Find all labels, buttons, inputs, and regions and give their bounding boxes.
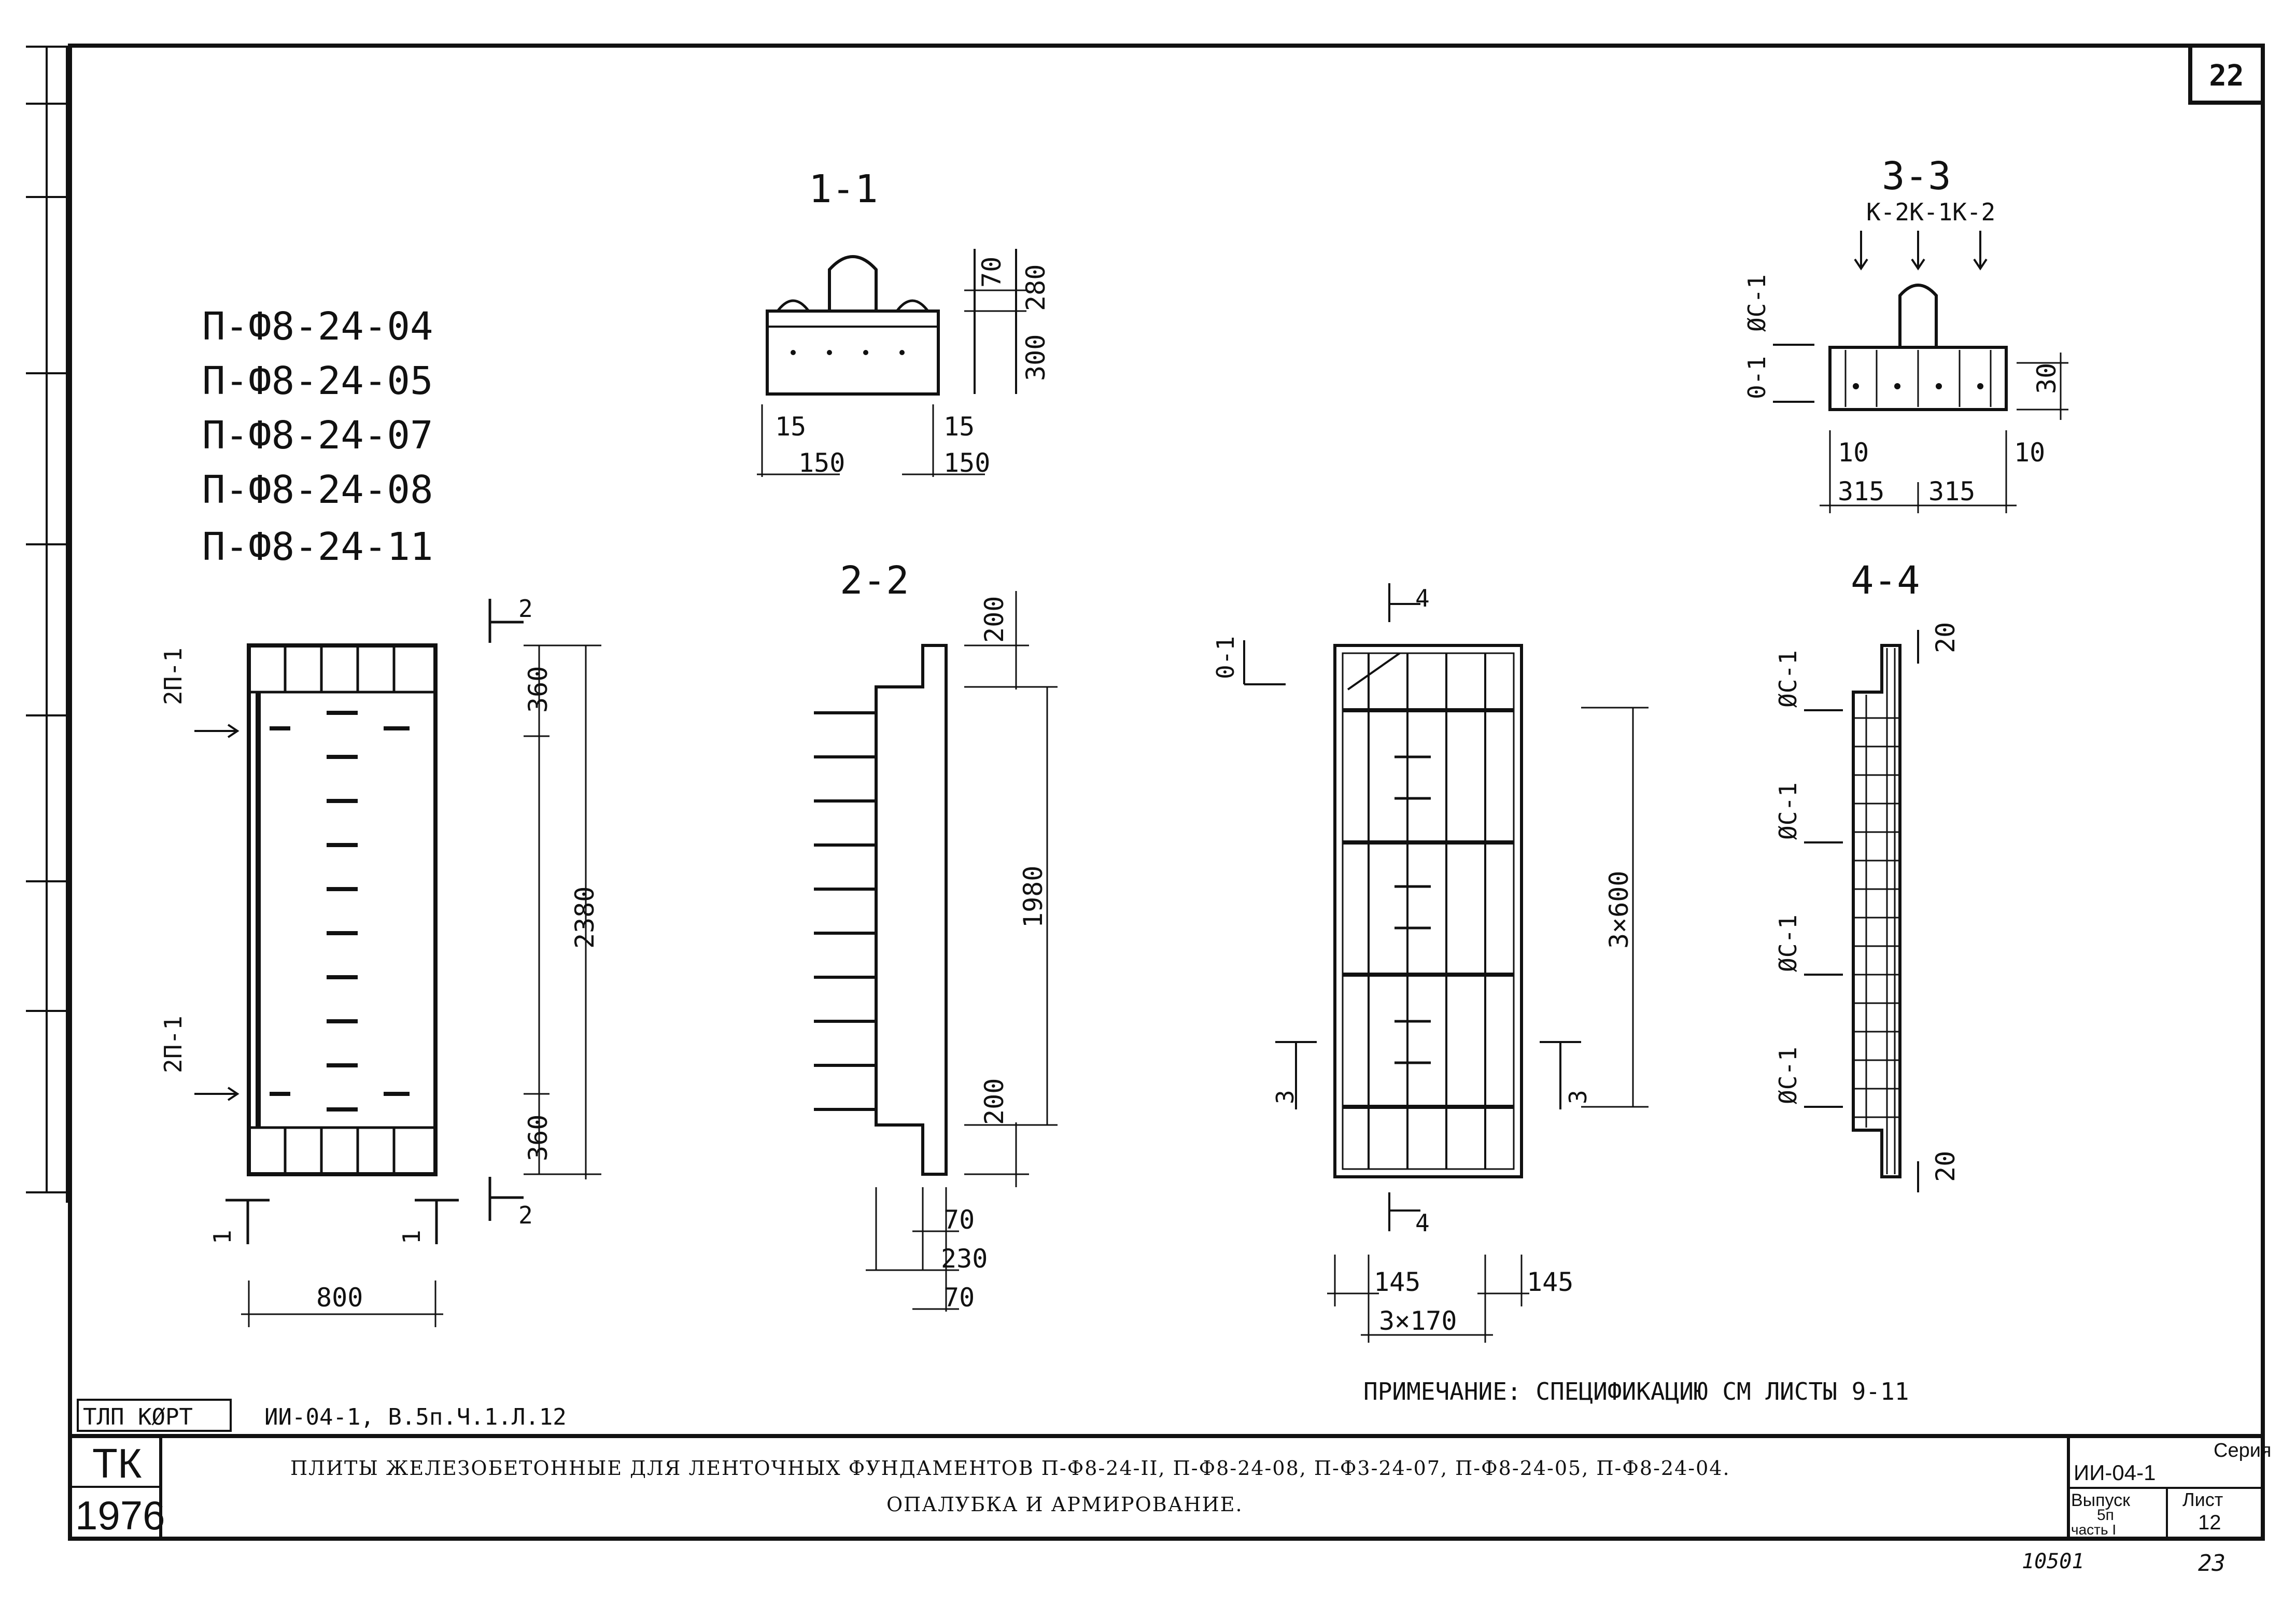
- dim-label: 360: [523, 666, 553, 713]
- section-title: 2-2: [840, 558, 909, 603]
- dim-label: 70: [977, 257, 1007, 288]
- dim-label: 800: [316, 1283, 363, 1313]
- dim-label: 315: [1838, 476, 1884, 506]
- element-label: 0-1: [1212, 636, 1239, 679]
- mark-item: П-Ф8-24-05: [202, 359, 433, 403]
- list-value: 12: [2198, 1511, 2221, 1534]
- plan-view: 2П-1 2П-1 2 2 360 360 2380 1 1 800: [159, 595, 601, 1327]
- drawing-title-line1: ПЛИТЫ ЖЕЛЕЗОБЕТОННЫЕ ДЛЯ ЛЕНТОЧНЫХ ФУНДА…: [290, 1457, 1730, 1480]
- page-number-handwritten: 23: [2198, 1550, 2225, 1577]
- dim-label: 70: [943, 1283, 975, 1313]
- dim-label: 200: [979, 1078, 1009, 1125]
- element-label: ØС-1: [1743, 274, 1771, 332]
- section-title: 4-4: [1851, 558, 1920, 603]
- element-label: ØС-1: [1774, 782, 1802, 840]
- drawing-title-line2: ОПАЛУБКА И АРМИРОВАНИЕ.: [886, 1493, 1243, 1516]
- mark-item: П-Ф8-24-04: [202, 304, 433, 349]
- note-text: ПРИМЕЧАНИЕ: СПЕЦИФИКАЦИЮ СМ ЛИСТЫ 9-11: [1363, 1377, 1909, 1405]
- series-value: ИИ-04-1: [2074, 1460, 2156, 1485]
- tlp-stamp-box: [77, 1399, 232, 1432]
- dim-label: 360: [523, 1115, 553, 1161]
- archive-number: 10501: [2022, 1550, 2084, 1573]
- dim-label: 300: [1021, 334, 1051, 381]
- dim-label: 150: [943, 448, 990, 478]
- section-marker: 3: [1564, 1090, 1592, 1104]
- sheet-frame: [68, 44, 2265, 1541]
- dim-label: 145: [1527, 1267, 1573, 1297]
- section-marker: 3: [1271, 1090, 1299, 1104]
- section-title: 3-3: [1882, 154, 1951, 199]
- element-label: ØС-1: [1774, 914, 1802, 972]
- section-marker: 2: [518, 1201, 533, 1229]
- section-4-4: 4-4 ØС-1 ØС-1 ØС-1 ØС-1 20 20: [1774, 558, 1961, 1192]
- dim-label: 230: [941, 1244, 988, 1274]
- marks-list: П-Ф8-24-04 П-Ф8-24-05 П-Ф8-24-07 П-Ф8-24…: [202, 304, 433, 569]
- dim-label: 315: [1928, 476, 1975, 506]
- vypusk-value: 5п: [2097, 1507, 2114, 1524]
- title-block: [70, 1434, 2263, 1539]
- element-label: ØС-1: [1774, 1047, 1802, 1104]
- section-1-1: 1-1 70 280 300 15 15 150 150: [757, 167, 1051, 478]
- tlp-stamp: ТЛП КØРТ: [83, 1404, 193, 1430]
- dim-label: 145: [1374, 1267, 1420, 1297]
- element-label: 2П-1: [159, 648, 187, 705]
- section-title: 1-1: [809, 167, 878, 212]
- section-2-2: 2-2 200 1980 200 70 230 70: [814, 558, 1058, 1313]
- dim-label: 10: [2014, 438, 2045, 468]
- dim-label: 30: [2032, 363, 2062, 394]
- dim-label: 20: [1931, 622, 1961, 653]
- mark-item: П-Ф8-24-08: [202, 468, 433, 512]
- series-label: Серия: [2214, 1440, 2272, 1461]
- sheet-number: 22: [2209, 59, 2244, 93]
- dim-label: 200: [979, 596, 1009, 643]
- vypusk-label: Выпуск: [2071, 1490, 2131, 1510]
- section-3-3: 3-3 К-2К-1К-2 ØС-1 0-1 30 10 10 3: [1743, 154, 2068, 513]
- dim-label: 1980: [1018, 866, 1048, 928]
- section-marker: 1: [208, 1230, 236, 1244]
- section-marker: 4: [1415, 584, 1430, 612]
- dim-label: 150: [798, 448, 845, 478]
- chasti: часть I: [2071, 1522, 2116, 1538]
- dim-label: 3×600: [1604, 870, 1634, 949]
- dim-label: 15: [943, 412, 975, 442]
- sheet-number-box: [2188, 44, 2265, 105]
- section-marker: 2: [518, 595, 533, 623]
- dim-label: 280: [1021, 264, 1051, 311]
- dim-label: 3×170: [1379, 1306, 1457, 1336]
- reinforcement-plan: 4 4 0-1 3 3 3×600 145 145 3×170: [1212, 583, 1649, 1343]
- bar-labels: К-2К-1К-2: [1866, 198, 1995, 226]
- element-label: 2П-1: [159, 1016, 187, 1073]
- dim-label: 15: [775, 412, 806, 442]
- dim-label: 2380: [570, 887, 600, 949]
- dim-label: 10: [1838, 438, 1869, 468]
- list-label: Лист: [2182, 1489, 2223, 1510]
- left-side-stamps: [26, 46, 67, 1193]
- org-year: 1976: [75, 1493, 165, 1538]
- mark-item: П-Ф8-24-11: [202, 525, 433, 569]
- element-label: 0-1: [1743, 356, 1771, 399]
- section-marker: 4: [1415, 1209, 1430, 1237]
- element-label: ØС-1: [1774, 650, 1802, 708]
- dim-label: 70: [943, 1205, 975, 1235]
- mark-item: П-Ф8-24-07: [202, 413, 433, 458]
- dim-label: 20: [1931, 1151, 1961, 1182]
- section-marker: 1: [398, 1230, 426, 1244]
- org-tk: ТК: [92, 1440, 142, 1486]
- tlp-reference: ИИ-04-1, В.5п.Ч.1.Л.12: [264, 1404, 567, 1430]
